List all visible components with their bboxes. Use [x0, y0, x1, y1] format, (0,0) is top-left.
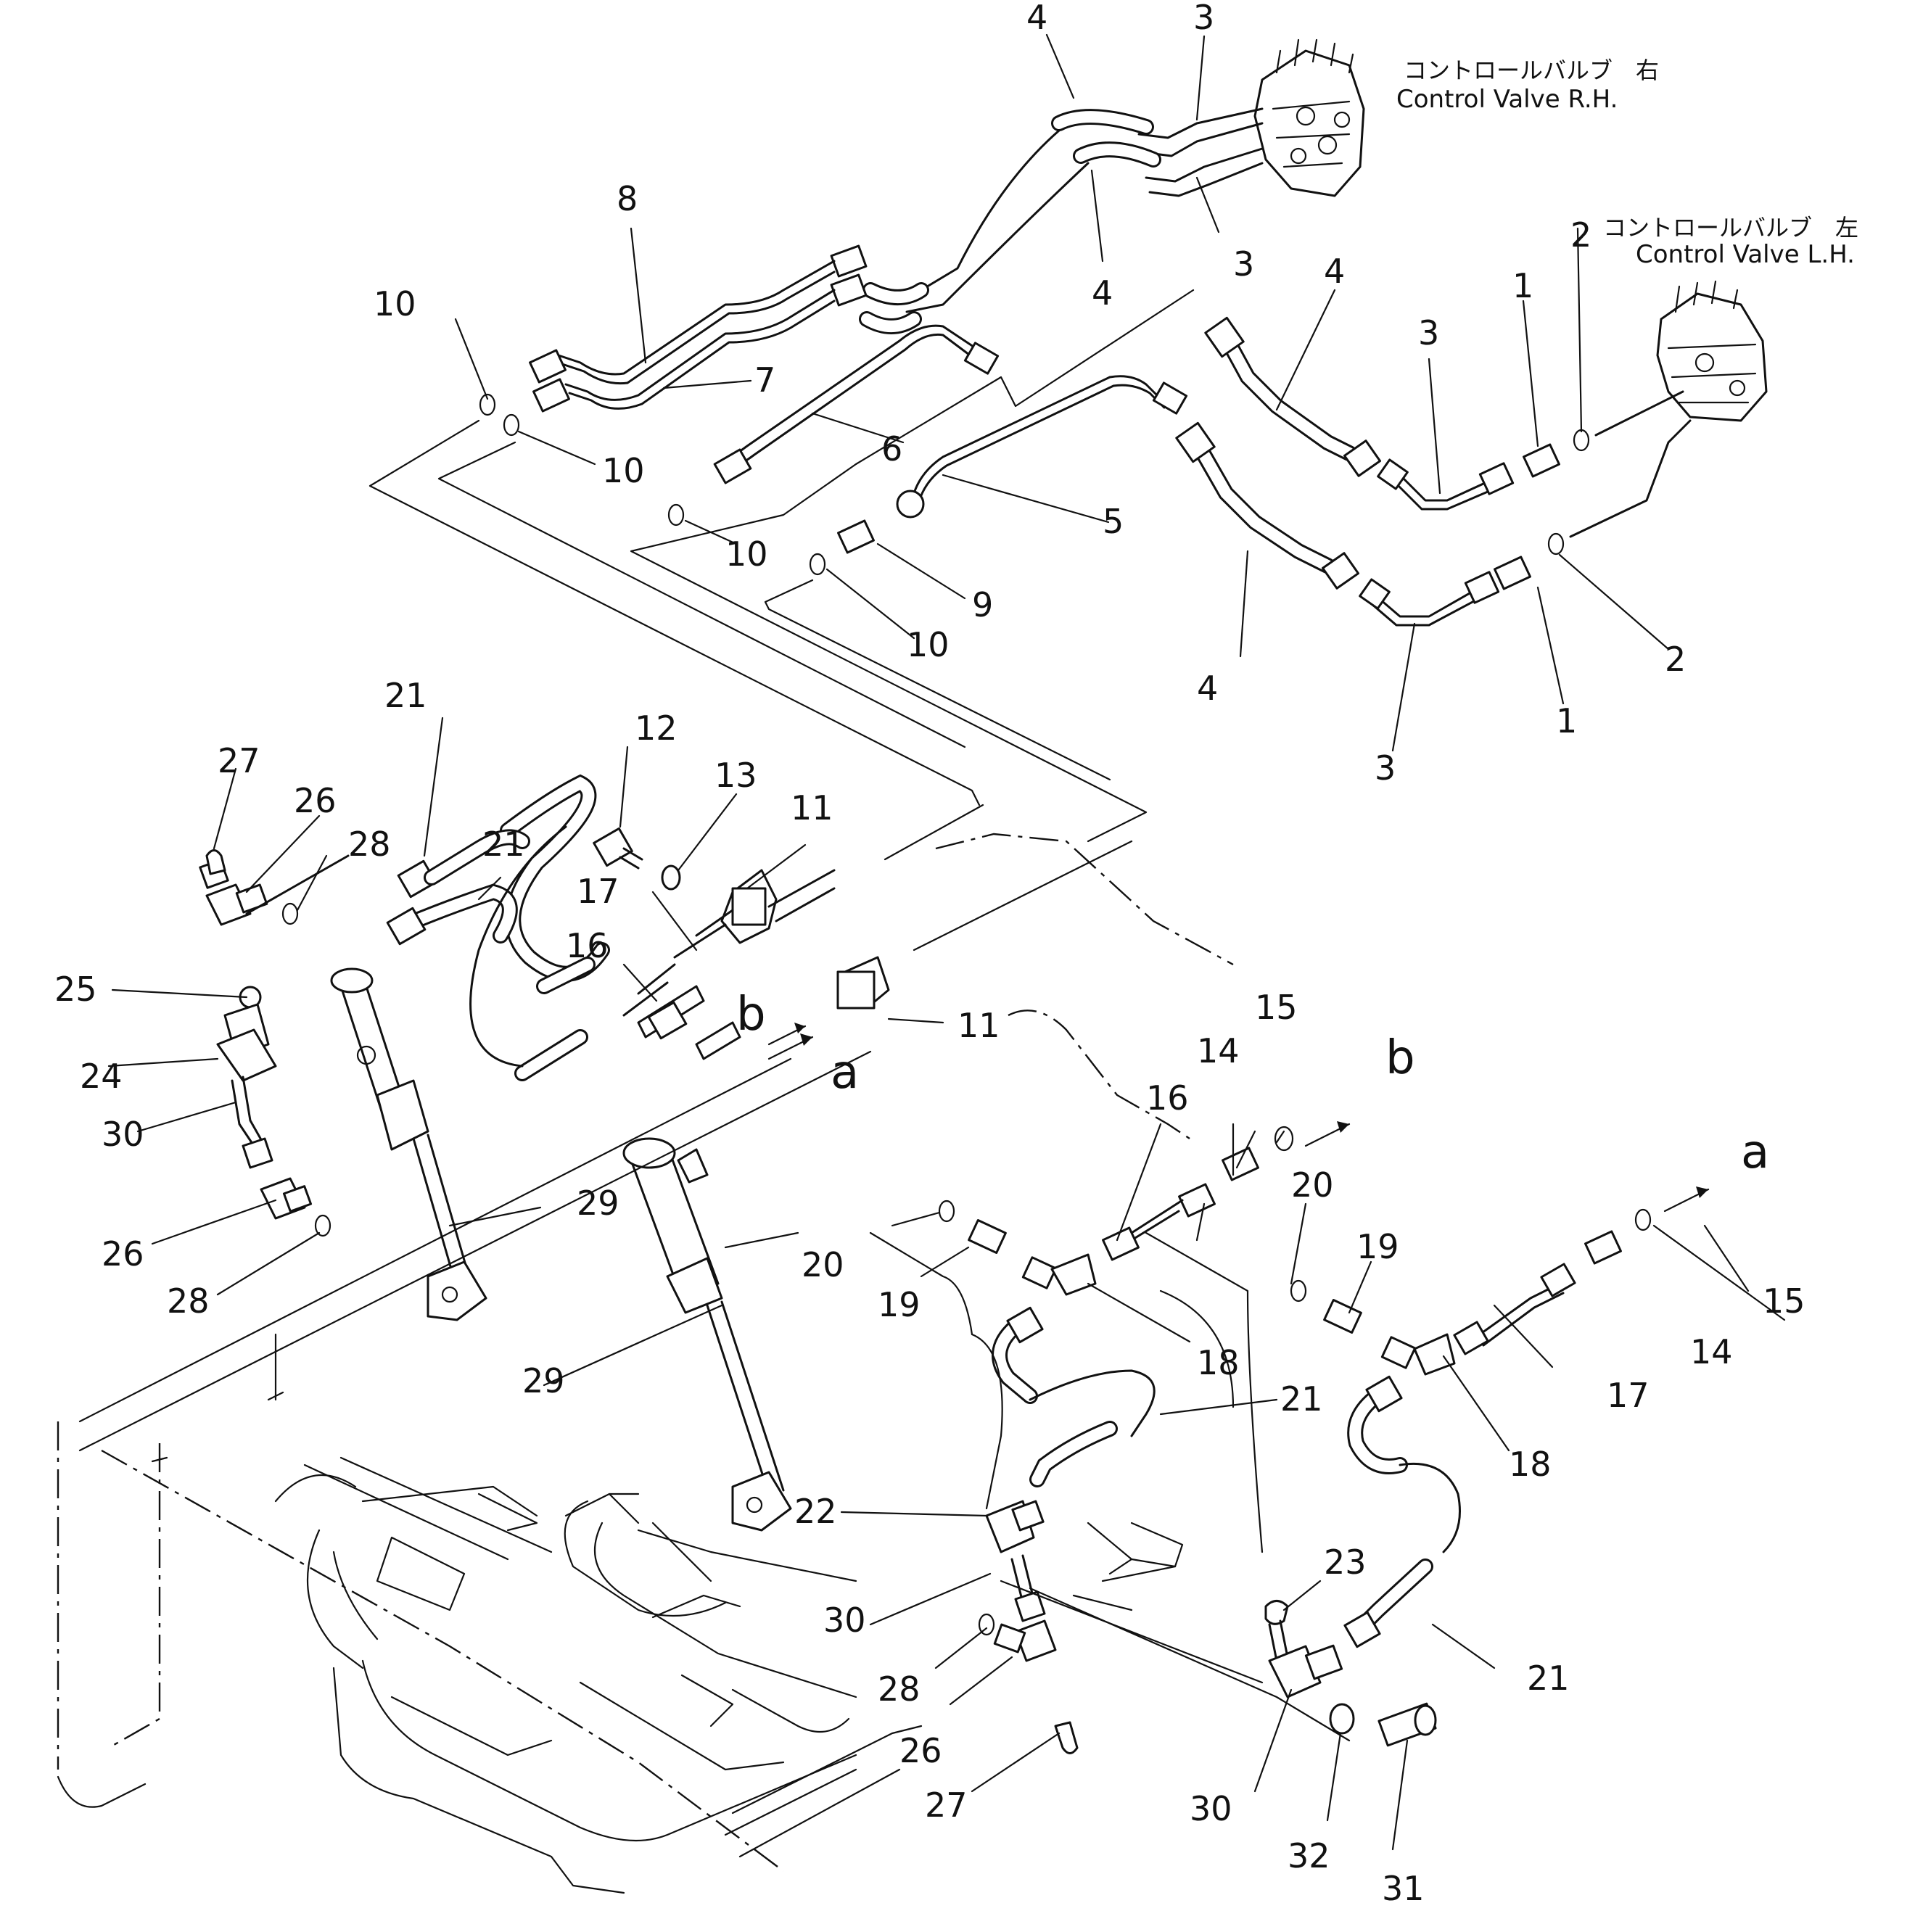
callout-21-c: 21	[1280, 1379, 1323, 1419]
callout-25: 25	[54, 970, 97, 1009]
callout-4-lh-upper: 4	[1324, 252, 1345, 291]
valve-labels: コントロールバルブ 右 Control Valve R.H. コントロールバルブ…	[1396, 57, 1858, 269]
callout-3-lh-upper: 3	[1418, 313, 1439, 352]
callout-29-lower: 29	[522, 1361, 565, 1400]
ref-b-right: b	[1385, 1031, 1415, 1085]
callout-5: 5	[1103, 502, 1124, 541]
callout-24: 24	[80, 1057, 123, 1096]
valve-rh-en: Control Valve R.H.	[1396, 85, 1618, 114]
callout-20-left: 20	[802, 1245, 844, 1284]
callout-3-rh: 3	[1233, 244, 1254, 284]
valve-lh-en: Control Valve L.H.	[1636, 240, 1855, 269]
routing-outline	[368, 289, 1195, 951]
upper-pipes	[479, 107, 1692, 627]
callout-16-left: 16	[566, 926, 609, 965]
tractor-frame	[57, 1050, 1351, 1894]
callout-30-middle: 30	[823, 1601, 866, 1640]
callout-14-left: 14	[1197, 1031, 1240, 1070]
callout-3-top: 3	[1193, 0, 1214, 37]
callout-11-upper: 11	[791, 788, 833, 827]
middle-manifold	[386, 774, 1710, 1213]
callout-30-left: 30	[102, 1115, 144, 1154]
callout-21-d: 21	[1527, 1659, 1570, 1698]
callout-31: 31	[1382, 1869, 1425, 1908]
callout-19-right: 19	[1356, 1227, 1399, 1266]
callout-6: 6	[881, 429, 902, 468]
ref-a-right: a	[1741, 1126, 1769, 1179]
callout-29-upper: 29	[577, 1184, 619, 1223]
callout-26-bottom: 26	[899, 1731, 942, 1770]
callout-20-right: 20	[1291, 1165, 1334, 1205]
callout-26-upper: 26	[294, 781, 337, 820]
callout-15-left: 15	[1255, 988, 1298, 1027]
lift-cylinder-left	[330, 967, 487, 1321]
control-valve-lh	[1656, 280, 1768, 422]
callout-8: 8	[617, 179, 638, 218]
callout-10-c: 10	[725, 534, 768, 574]
callout-27-upper: 27	[218, 741, 260, 780]
reference-letters: b a b a	[736, 988, 1769, 1179]
callout-4-top: 4	[1026, 0, 1047, 37]
right-fittings	[938, 1126, 1652, 1648]
callout-13: 13	[714, 756, 757, 795]
bottom-fittings	[978, 1500, 1437, 1754]
callout-30-bottom: 30	[1190, 1789, 1232, 1828]
callout-17-right: 17	[1607, 1376, 1650, 1415]
callout-28-left: 28	[167, 1281, 210, 1321]
callout-2-lower: 2	[1665, 640, 1686, 679]
leader-lines	[107, 33, 1786, 1851]
callout-15-right: 15	[1763, 1281, 1805, 1321]
callout-11-lower: 11	[958, 1006, 1000, 1045]
callout-22: 22	[794, 1492, 837, 1531]
callout-4-rh: 4	[1092, 273, 1113, 313]
callout-23: 23	[1324, 1543, 1367, 1582]
callout-28-upper: 28	[348, 825, 391, 864]
callout-9: 9	[972, 585, 993, 624]
callout-extra: 26	[899, 1731, 942, 1770]
valve-rh-jp: コントロールバルブ 右	[1404, 57, 1659, 84]
callout-14-right: 14	[1690, 1332, 1733, 1371]
callout-2-upper: 2	[1570, 215, 1591, 255]
callout-1-upper: 1	[1512, 266, 1533, 305]
callout-3-lh-lower: 3	[1375, 748, 1396, 788]
lift-cylinder-right	[622, 1137, 792, 1532]
left-fittings	[199, 849, 350, 1237]
callout-18-left: 18	[1197, 1343, 1240, 1382]
callout-10-d: 10	[907, 625, 950, 664]
control-valve-rh	[1253, 38, 1365, 197]
callout-19-left: 19	[878, 1285, 921, 1324]
callout-10-a: 10	[374, 284, 416, 323]
callout-27-lower: 27	[925, 1786, 968, 1825]
callout-21-a: 21	[384, 676, 427, 715]
callout-10-b: 10	[602, 451, 645, 490]
callout-1-lower: 1	[1556, 701, 1577, 740]
callout-7: 7	[754, 360, 775, 400]
callout-17-left: 17	[577, 872, 619, 911]
callout-28-lower: 28	[878, 1669, 921, 1709]
callout-4-lh-lower: 4	[1197, 669, 1218, 708]
callout-26-left: 26	[102, 1234, 144, 1273]
valve-lh-jp: コントロールバルブ 左	[1603, 214, 1858, 242]
callout-16-right: 16	[1146, 1078, 1189, 1118]
callout-numbers: 1 1 2 2 3 3 3 3 4 4 4 4 5 6 7 8 9 10 10 …	[54, 0, 1805, 1908]
callout-32: 32	[1288, 1836, 1330, 1875]
callout-12: 12	[635, 709, 678, 748]
ref-b-left: b	[736, 988, 766, 1041]
callout-18-right: 18	[1509, 1445, 1552, 1484]
callout-21-b: 21	[482, 825, 525, 864]
ref-a-left: a	[831, 1046, 859, 1099]
